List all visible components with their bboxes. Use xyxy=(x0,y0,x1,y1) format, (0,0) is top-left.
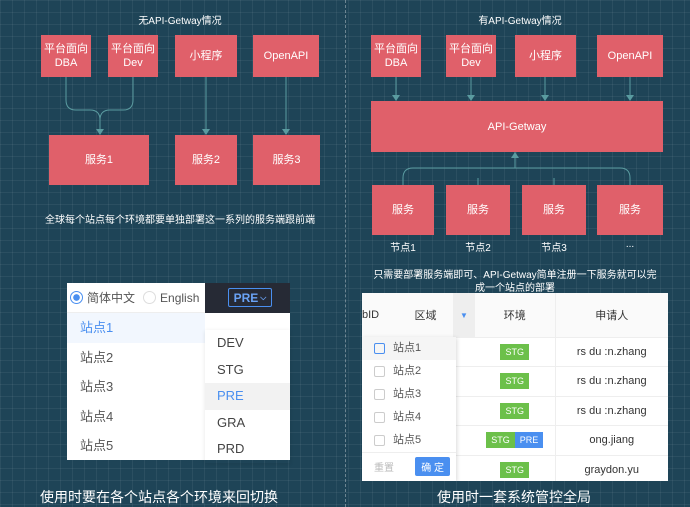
node-label: 节点3 xyxy=(541,243,567,254)
site-item[interactable]: 站点3 xyxy=(80,379,114,394)
applicant: ong.jiang xyxy=(555,425,668,456)
filter-option-label: 站点4 xyxy=(393,411,422,423)
client-miniprogram: 小程序 xyxy=(515,35,576,77)
divider xyxy=(345,0,346,507)
env-tag: STG xyxy=(500,343,529,360)
client-openapi: OpenAPI xyxy=(597,35,663,77)
checkbox[interactable] xyxy=(374,342,385,354)
filter-option[interactable]: 站点3 xyxy=(362,383,456,406)
filter-option-label: 站点2 xyxy=(393,365,422,377)
node-service: 服务 xyxy=(372,185,434,235)
service-2: 服务2 xyxy=(175,135,237,185)
region-filter-dropdown: 站点1 站点2 站点3 站点4 站点5 重置 确 定 xyxy=(362,337,456,481)
language-english-label[interactable]: English xyxy=(160,290,200,305)
client-miniprogram: 小程序 xyxy=(175,35,237,77)
radio-chinese[interactable] xyxy=(70,291,83,304)
right-caption: 使用时一套系统管控全局 xyxy=(437,489,591,505)
client-dba: 平台面向 DBA xyxy=(371,35,421,77)
left-diagram-title: 无API-Getway情况 xyxy=(138,16,222,27)
node-service: 服务 xyxy=(522,185,586,235)
left-caption: 使用时要在各个站点各个环境来回切换 xyxy=(40,489,278,505)
checkbox[interactable] xyxy=(374,365,385,377)
env-tag: STG xyxy=(500,373,529,390)
site-item[interactable]: 站点2 xyxy=(80,349,114,365)
filter-option[interactable]: 站点4 xyxy=(362,406,456,429)
api-gateway: API-Getway xyxy=(371,101,663,152)
radio-english[interactable] xyxy=(143,291,157,304)
checkbox[interactable] xyxy=(374,388,385,400)
service-3: 服务3 xyxy=(253,135,320,185)
env-option[interactable]: PRE xyxy=(205,383,290,410)
col-header-id: bID xyxy=(362,293,398,338)
node-label: 节点2 xyxy=(465,243,491,254)
reset-button[interactable]: 重置 xyxy=(374,463,394,474)
checkbox[interactable] xyxy=(374,434,385,446)
client-dev: 平台面向 Dev xyxy=(108,35,158,77)
left-note: 全球每个站点每个环境都要单独部署这一系列的服务端跟前端 xyxy=(45,215,315,226)
env-tag: STG xyxy=(500,461,529,478)
site-item[interactable]: 站点1 xyxy=(67,313,205,343)
filter-option[interactable]: 站点2 xyxy=(362,360,456,383)
env-option[interactable]: GRA xyxy=(217,414,246,430)
right-note-line1: 只需要部署服务端即可、API-Getway简单注册一下服务就可以完 xyxy=(373,270,657,281)
confirm-button[interactable]: 确 定 xyxy=(415,457,450,476)
applicant: rs du :n.zhang xyxy=(555,337,668,367)
node-service: 服务 xyxy=(597,185,663,235)
col-header-region: 区域 xyxy=(398,293,453,338)
client-openapi: OpenAPI xyxy=(253,35,319,77)
env-select-button[interactable]: PRE⌵ xyxy=(228,288,272,307)
client-dba: 平台面向 DBA xyxy=(41,35,91,77)
site-item[interactable]: 站点5 xyxy=(80,438,114,453)
env-header: PRE⌵ xyxy=(205,283,290,313)
applicant: graydon.yu xyxy=(555,455,668,481)
chevron-down-icon: ⌵ xyxy=(260,292,267,302)
language-chinese-label[interactable]: 简体中文 xyxy=(87,291,136,305)
filter-option[interactable]: 站点5 xyxy=(362,429,456,452)
node-service: 服务 xyxy=(446,185,510,235)
filter-option-label: 站点3 xyxy=(393,388,422,400)
filter-icon[interactable]: ▼ xyxy=(453,293,475,338)
site-list: 站点1 站点2 站点3 站点4 站点5 xyxy=(67,313,205,461)
env-tag: PRE xyxy=(514,432,544,449)
client-dev: 平台面向 Dev xyxy=(446,35,496,77)
applicant: rs du :n.zhang xyxy=(555,366,668,397)
site-switcher: 简体中文 English PRE⌵ 站点1 站点2 站点3 站点4 站点5 DE… xyxy=(67,283,290,460)
env-tag: STG xyxy=(500,402,529,419)
env-tag: STG xyxy=(486,432,515,449)
checkbox[interactable] xyxy=(374,411,385,423)
right-note-line2: 成一个站点的部署 xyxy=(475,283,555,294)
env-table: bID 区域 ▼ 环境 申请人 STG rs du :n.zhang STG rs … xyxy=(362,293,668,481)
filter-option-label: 站点5 xyxy=(393,434,422,446)
applicant: rs du :n.zhang xyxy=(555,396,668,426)
node-label: 节点1 xyxy=(390,243,416,254)
service-1: 服务1 xyxy=(49,135,149,185)
right-diagram-title: 有API-Getway情况 xyxy=(478,16,562,27)
filter-option[interactable]: 站点1 xyxy=(362,337,456,360)
connectors xyxy=(65,77,634,185)
env-select-value: PRE xyxy=(233,290,259,305)
col-header-env: 环境 xyxy=(475,293,556,338)
col-header-applicant: 申请人 xyxy=(555,293,668,338)
env-option[interactable]: DEV xyxy=(217,335,244,350)
env-dropdown: DEV STG PRE GRA PRD xyxy=(205,330,290,463)
node-label: ... xyxy=(625,239,635,250)
filter-option-label: 站点1 xyxy=(393,342,422,354)
env-option[interactable]: STG xyxy=(217,361,244,377)
site-item[interactable]: 站点4 xyxy=(80,408,114,424)
env-option[interactable]: PRD xyxy=(217,441,245,456)
